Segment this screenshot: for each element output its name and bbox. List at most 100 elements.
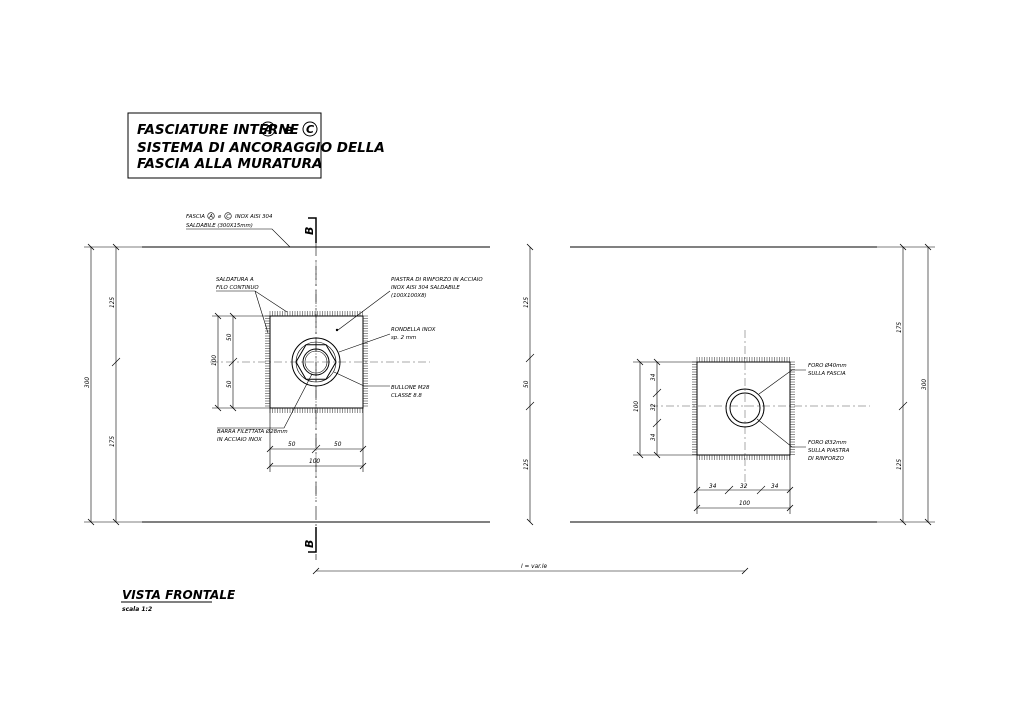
span-dimension: l = var.le bbox=[312, 564, 749, 575]
title-circle-c bbox=[302, 121, 318, 137]
note-fascia: FASCIA bbox=[186, 214, 205, 220]
span-label: l = var.le bbox=[521, 564, 547, 570]
middle-dims: 125 50 125 bbox=[524, 243, 535, 526]
dim-rbottom-34-left: 34 bbox=[709, 484, 717, 490]
leader-saldatura-a bbox=[216, 290, 288, 313]
section-marker-bottom-line bbox=[308, 527, 317, 553]
dim-rplate-32-mid: 32 bbox=[651, 403, 657, 411]
note-barra-1: BARRA FILETTATA Ø28mm bbox=[217, 428, 288, 435]
dim-middle-50: 50 bbox=[524, 380, 530, 388]
dim-rbottom-32-mid: 32 bbox=[740, 484, 748, 490]
note-fascia-dims: SALDABILE (300X15mm) bbox=[186, 223, 253, 229]
leader-rondella bbox=[338, 333, 391, 353]
dim-bottom-100: 100 bbox=[309, 459, 320, 465]
note-saldatura-1: SALDATURA A bbox=[216, 277, 254, 283]
hole-32 bbox=[729, 392, 761, 424]
leader-piastra bbox=[337, 290, 391, 331]
dim-bottom-50-left: 50 bbox=[288, 442, 296, 448]
threaded-bar-core bbox=[304, 350, 328, 374]
dim-300-left: 300 bbox=[85, 377, 91, 388]
dim-rplate-100: 100 bbox=[634, 401, 640, 412]
note-bullone-2: CLASSE 8.8 bbox=[391, 393, 422, 399]
dim-tick-plate-mid bbox=[228, 357, 238, 367]
dim-tick-rplate-a bbox=[652, 388, 662, 398]
title-line1: FASCIATURE INTERNE bbox=[137, 122, 300, 138]
threaded-bar bbox=[302, 348, 330, 376]
dim-tick-rplate-b bbox=[652, 418, 662, 428]
right-view: FORO Ø40mm SULLA FASCIA FORO Ø32mm SULLA… bbox=[570, 243, 935, 526]
note-piastra-2: INOX AISI 304 SALDABILE bbox=[391, 285, 460, 291]
dim-bottom-50-right: 50 bbox=[334, 442, 342, 448]
dim-plate-50-bottom: 50 bbox=[227, 380, 233, 388]
note-saldatura-2: FILO CONTINUO bbox=[216, 285, 259, 291]
dim-middle-125-bottom: 125 bbox=[524, 459, 530, 470]
leader-saldatura-b bbox=[254, 290, 269, 334]
leader-bullone bbox=[333, 371, 390, 387]
right-weld-hatching bbox=[692, 357, 795, 460]
title-circle-a bbox=[260, 121, 276, 137]
leader-foro32 bbox=[756, 418, 806, 448]
title-circle-a-label: A bbox=[263, 123, 273, 136]
plate-dot bbox=[335, 328, 339, 332]
leader-fascia bbox=[186, 228, 291, 248]
title-block: FASCIATURE INTERNE A e C SISTEMA DI ANCO… bbox=[127, 112, 385, 179]
dim-tick-mid-left bbox=[111, 357, 121, 367]
note-fascia-circle-a-label: A bbox=[208, 214, 213, 220]
bolt-nut bbox=[295, 344, 337, 380]
dim-tick-bottom-mid bbox=[311, 444, 321, 454]
note-rondella-2: sp. 2 mm bbox=[391, 335, 416, 341]
dim-plate-50-top: 50 bbox=[227, 333, 233, 341]
dim-middle-125-top: 125 bbox=[524, 297, 530, 308]
note-foro40-1: FORO Ø40mm bbox=[808, 362, 847, 369]
title-circle-c-label: C bbox=[306, 123, 314, 136]
note-bullone-1: BULLONE M28 bbox=[391, 385, 430, 391]
dim-300-right: 300 bbox=[922, 379, 928, 390]
dim-175-right: 175 bbox=[897, 322, 903, 333]
note-piastra-1: PIASTRA DI RINFORZO IN ACCIAIO bbox=[391, 277, 483, 283]
note-fascia-material: INOX AISI 304 bbox=[235, 214, 273, 220]
dim-rbottom-100: 100 bbox=[739, 501, 750, 507]
dim-175-left: 175 bbox=[110, 436, 116, 447]
note-foro32-2: SULLA PIASTRA bbox=[808, 448, 850, 454]
note-piastra-3: (100X100X8) bbox=[391, 293, 427, 299]
dim-tick-rbottom-a bbox=[724, 485, 734, 495]
title-line2: SISTEMA DI ANCORAGGIO DELLA bbox=[137, 140, 385, 156]
note-fascia-circle-c-label: C bbox=[226, 214, 230, 220]
title-conj: e bbox=[284, 122, 293, 138]
note-fascia-circle-a bbox=[207, 212, 215, 220]
dim-tick-mid-right bbox=[898, 401, 908, 411]
dim-125-left: 125 bbox=[110, 297, 116, 308]
note-foro40-2: SULLA FASCIA bbox=[808, 371, 846, 377]
section-marker-top-line bbox=[308, 217, 317, 243]
section-marker-top: B bbox=[303, 227, 316, 235]
note-fascia-word: FASCIA bbox=[186, 214, 205, 220]
right-reinforcement-plate bbox=[696, 361, 791, 456]
note-fascia-circle-c bbox=[224, 212, 232, 220]
dim-tick-middle-b bbox=[525, 401, 535, 411]
section-marker-bottom: B bbox=[303, 540, 316, 548]
hole-40 bbox=[725, 388, 765, 428]
left-reinforcement-plate bbox=[269, 315, 364, 409]
note-foro32-1: FORO Ø32mm bbox=[808, 439, 847, 446]
view-scale: scala 1:2 bbox=[122, 606, 152, 613]
title-line3: FASCIA ALLA MURATURA bbox=[137, 156, 323, 172]
dim-rplate-34-top: 34 bbox=[651, 373, 657, 381]
leader-foro40 bbox=[758, 369, 806, 395]
washer bbox=[291, 337, 341, 387]
dim-125-right: 125 bbox=[897, 459, 903, 470]
leader-barra bbox=[217, 373, 313, 429]
dim-rbottom-34-right: 34 bbox=[771, 484, 779, 490]
title-box bbox=[127, 112, 322, 179]
note-rondella-1: RONDELLA INOX bbox=[391, 327, 436, 333]
dim-tick-middle-a bbox=[525, 353, 535, 363]
note-foro32-3: DI RINFORZO bbox=[808, 456, 845, 462]
view-label: VISTA FRONTALE scala 1:2 bbox=[121, 588, 236, 613]
dim-tick-rbottom-b bbox=[756, 485, 766, 495]
dim-plate-100: 100 bbox=[212, 355, 218, 366]
dim-rplate-34-bottom: 34 bbox=[651, 433, 657, 441]
note-fascia-e: e bbox=[218, 214, 222, 220]
note-barra-2: IN ACCIAIO INOX bbox=[217, 437, 262, 443]
view-name: VISTA FRONTALE bbox=[122, 588, 236, 602]
left-view: FASCIA A e C INOX AISI 304 SALDABILE (30… bbox=[84, 212, 490, 560]
